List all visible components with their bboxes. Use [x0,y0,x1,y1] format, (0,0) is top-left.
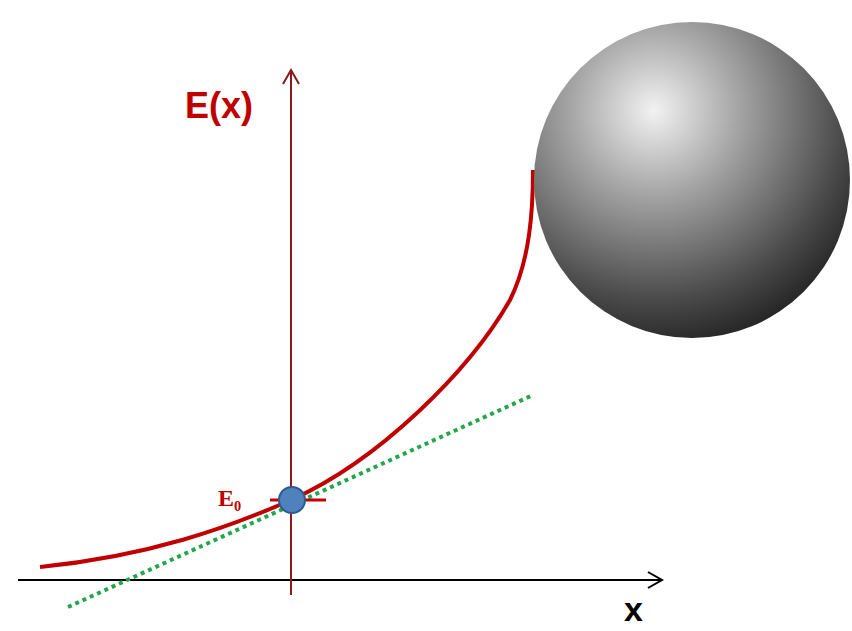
tangent-line [68,395,533,607]
y-arrowhead [283,70,299,84]
sphere [534,22,850,338]
axis-label: x [624,592,643,626]
energy-curve [40,170,533,567]
axis-label: E(x) [185,88,253,124]
y-axis [290,72,292,595]
x-axis [18,579,660,581]
equilibrium-dot [279,487,305,513]
value-label: E₀ [218,486,241,510]
x-arrowhead [648,572,662,588]
